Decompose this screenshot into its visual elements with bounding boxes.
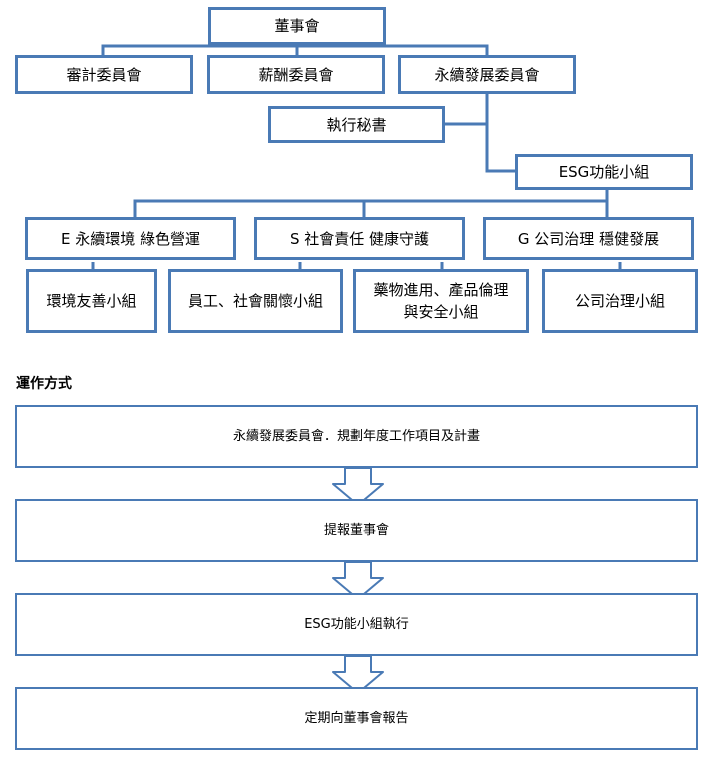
flow-step-4-label: 定期向董事會報告 — [304, 710, 409, 726]
board-node: 董事會 — [208, 7, 386, 45]
flow-arrow-3 — [332, 655, 384, 694]
esg-team-label: ESG功能小組 — [558, 163, 650, 181]
environment-pillar-node: E 永續環境 綠色營運 — [25, 217, 236, 260]
governance-group-label: 公司治理小組 — [574, 292, 665, 310]
board-label: 董事會 — [274, 17, 320, 35]
sustainability-committee-node: 永續發展委員會 — [398, 55, 576, 94]
board-connector — [101, 44, 489, 55]
product-safety-group-line-2: 與安全小組 — [403, 303, 479, 321]
esg-team-node: ESG功能小組 — [515, 154, 693, 190]
governance-pillar-label: G 公司治理 穩健發展 — [517, 229, 660, 248]
sustainability-connector — [485, 94, 515, 173]
social-group-node: 員工、社會關懷小組 — [168, 269, 343, 333]
governance-group-node: 公司治理小組 — [542, 269, 698, 333]
compensation-committee-node: 薪酬委員會 — [207, 55, 385, 94]
social-pillar-label: S 社會責任 健康守護 — [289, 229, 430, 248]
social-pillar-node: S 社會責任 健康守護 — [254, 217, 465, 260]
product-safety-group-text: 藥物進用、產品倫理 與安全小組 — [373, 279, 508, 323]
flow-step-2: 提報董事會 — [15, 499, 698, 562]
flow-step-1: 永續發展委員會．規劃年度工作項目及計畫 — [15, 405, 698, 468]
flow-step-4: 定期向董事會報告 — [15, 687, 698, 750]
environment-group-label: 環境友善小組 — [46, 292, 137, 310]
environment-group-node: 環境友善小組 — [26, 269, 157, 333]
pillars-connector — [133, 190, 609, 217]
flow-arrow-1 — [332, 467, 384, 506]
audit-committee-node: 審計委員會 — [15, 55, 193, 94]
environment-pillar-label: E 永續環境 綠色營運 — [60, 229, 200, 248]
governance-pillar-node: G 公司治理 穩健發展 — [483, 217, 694, 260]
executive-secretary-node: 執行秘書 — [268, 106, 445, 143]
product-safety-group-line-1: 藥物進用、產品倫理 — [373, 281, 509, 299]
social-group-label: 員工、社會關懷小組 — [187, 292, 323, 310]
groups-connector — [91, 262, 622, 269]
flow-step-2-label: 提報董事會 — [323, 522, 389, 538]
flow-step-3-label: ESG功能小組執行 — [304, 616, 409, 632]
flow-step-1-label: 永續發展委員會．規劃年度工作項目及計畫 — [232, 428, 480, 444]
flow-step-3: ESG功能小組執行 — [15, 593, 698, 656]
operation-section-title: 運作方式 — [16, 376, 72, 392]
audit-committee-label: 審計委員會 — [66, 65, 142, 84]
executive-secretary-label: 執行秘書 — [326, 115, 387, 134]
compensation-committee-label: 薪酬委員會 — [258, 65, 334, 84]
flow-arrow-2 — [332, 561, 384, 600]
product-safety-group-node: 藥物進用、產品倫理 與安全小組 — [353, 269, 529, 333]
sustainability-committee-label: 永續發展委員會 — [434, 65, 540, 84]
